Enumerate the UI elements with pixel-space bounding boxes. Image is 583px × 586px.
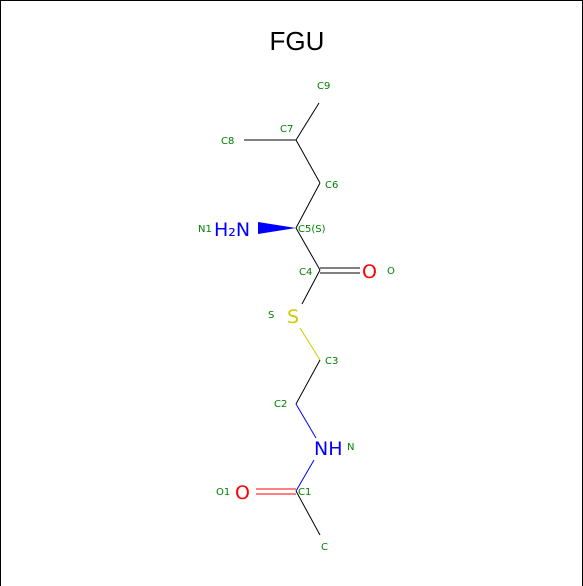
atom-label-c: C xyxy=(321,542,328,553)
wedge-bond-c5-n1 xyxy=(258,222,296,234)
atom-label-o1: O1 xyxy=(216,487,230,498)
atom-label-c8: C8 xyxy=(221,136,234,147)
bond-c3-c2 xyxy=(295,359,321,405)
bond-c4-s xyxy=(301,269,321,305)
atom-label-s: S xyxy=(268,310,274,321)
atom-label-c7: C7 xyxy=(280,124,293,135)
atom-label-c1: C1 xyxy=(298,487,311,498)
bond-c7-c6 xyxy=(295,139,321,184)
atom-label-c5: C5(S) xyxy=(298,224,326,235)
bond-c1-c xyxy=(295,490,321,536)
atom-label-o: O xyxy=(387,266,395,277)
bond-c9-c7 xyxy=(295,102,320,141)
atom-label-c6: C6 xyxy=(325,180,338,191)
bond-c5-c4 xyxy=(295,227,321,271)
atom-label-n1: N1 xyxy=(198,224,212,235)
atom-label-n: N xyxy=(347,442,354,453)
bond-c6-c5 xyxy=(295,182,321,229)
carbonyl-oxygen-symbol: O xyxy=(362,261,377,283)
molecule-title: FGU xyxy=(270,26,325,56)
bond-n-c1 xyxy=(295,459,315,492)
amine-symbol: H₂N xyxy=(214,219,250,241)
sulfur-symbol: S xyxy=(287,306,299,328)
bond-s-c3 xyxy=(299,327,321,361)
atom-label-c2: C2 xyxy=(274,399,287,410)
amide-nitrogen-symbol: NH xyxy=(314,438,343,460)
atom-label-c9: C9 xyxy=(317,81,330,92)
atom-label-c4: C4 xyxy=(299,267,312,278)
atom-label-c3: C3 xyxy=(325,356,338,367)
bond-c2-n xyxy=(295,403,317,439)
amide-oxygen-symbol: O xyxy=(235,482,250,504)
